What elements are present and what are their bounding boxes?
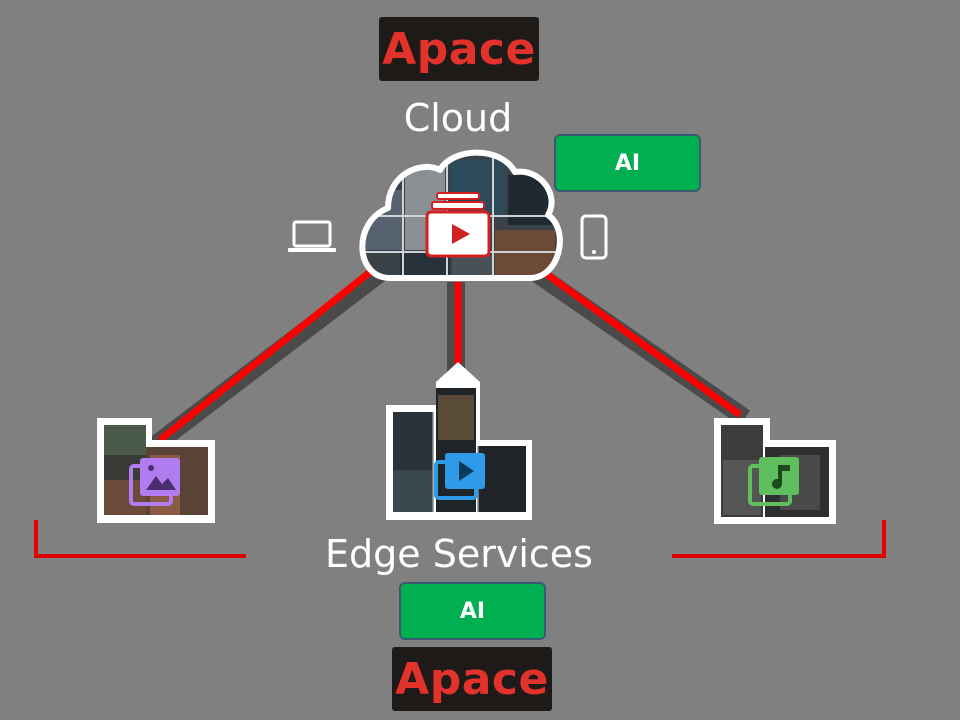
link-right (527, 259, 743, 418)
brand-logo-bottom: Apace (392, 647, 552, 711)
ai-badge-top: AI (554, 134, 701, 192)
links (157, 257, 743, 443)
laptop-icon (288, 220, 336, 252)
cloud-video-icon (425, 192, 491, 258)
music-library-icon (748, 457, 799, 506)
cloud-label: Cloud (403, 96, 513, 140)
ai-badge-bottom: AI (399, 582, 546, 640)
brand-logo-top: Apace (379, 17, 539, 81)
edge-bracket-left (34, 520, 246, 558)
ai-badge-bottom-text: AI (459, 598, 486, 624)
edge-node-images (97, 418, 215, 523)
link-left (157, 257, 388, 443)
video-library-icon (434, 453, 485, 500)
ai-badge-top-text: AI (614, 150, 641, 176)
brand-logo-top-text: Apace (382, 23, 536, 75)
smartphone-icon (580, 214, 608, 260)
edge-bracket-right (672, 520, 886, 558)
edge-node-videos (386, 362, 532, 520)
cloud-node (359, 149, 563, 281)
edge-node-music (714, 418, 836, 524)
edge-services-label: Edge Services (325, 532, 593, 576)
brand-logo-bottom-text: Apace (395, 653, 549, 705)
image-library-icon (129, 458, 180, 506)
